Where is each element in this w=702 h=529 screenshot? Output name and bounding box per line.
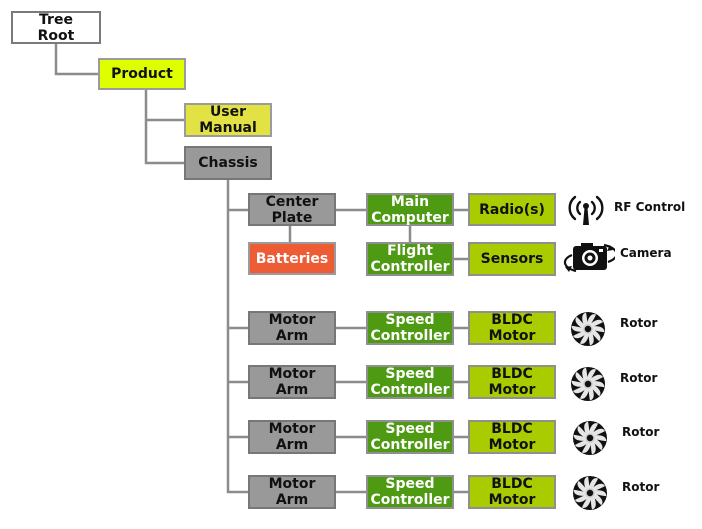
node-label: User Manual	[199, 104, 257, 136]
node-label: Motor Arm	[268, 476, 316, 508]
node-label: Sensors	[480, 251, 544, 267]
node-label: Batteries	[255, 250, 329, 267]
node-speed-controller[interactable]: Speed Controller	[366, 420, 454, 454]
node-user-manual[interactable]: User Manual	[184, 103, 272, 137]
node-sensors[interactable]: Sensors	[468, 242, 556, 276]
node-label: Chassis	[198, 155, 258, 171]
node-label: BLDC Motor	[488, 476, 536, 508]
node-label: Tree Root	[37, 11, 75, 44]
rotor-icon	[573, 476, 607, 510]
node-flight-controller[interactable]: Flight Controller	[366, 242, 454, 276]
label-rotor: Rotor	[622, 480, 660, 494]
node-label: Speed Controller	[370, 476, 450, 508]
label-rotor: Rotor	[620, 371, 658, 385]
node-motor-arm[interactable]: Motor Arm	[248, 311, 336, 345]
label-rotor: Rotor	[622, 425, 660, 439]
node-label: Flight Controller	[370, 243, 450, 275]
node-bldc-motor[interactable]: BLDC Motor	[468, 475, 556, 509]
node-bldc-motor[interactable]: BLDC Motor	[468, 365, 556, 399]
node-label: Motor Arm	[268, 366, 316, 398]
label-rotor: Rotor	[620, 316, 658, 330]
node-center-plate[interactable]: Center Plate	[248, 193, 336, 226]
node-product[interactable]: Product	[98, 58, 186, 90]
node-speed-controller[interactable]: Speed Controller	[366, 311, 454, 345]
node-speed-controller[interactable]: Speed Controller	[366, 475, 454, 509]
radio-antenna-icon	[568, 195, 604, 225]
node-label: Product	[111, 66, 173, 82]
node-label: Main Computer	[371, 193, 449, 226]
node-motor-arm[interactable]: Motor Arm	[248, 475, 336, 509]
camera-icon	[563, 243, 615, 273]
node-tree-root[interactable]: Tree Root	[11, 11, 101, 44]
node-radios[interactable]: Radio(s)	[468, 193, 556, 226]
node-speed-controller[interactable]: Speed Controller	[366, 365, 454, 399]
node-label: Center Plate	[265, 193, 319, 226]
node-bldc-motor[interactable]: BLDC Motor	[468, 311, 556, 345]
label-camera: Camera	[620, 246, 672, 260]
node-motor-arm[interactable]: Motor Arm	[248, 420, 336, 454]
rotor-icon	[571, 367, 605, 401]
node-label: Motor Arm	[268, 421, 316, 453]
node-bldc-motor[interactable]: BLDC Motor	[468, 420, 556, 454]
node-motor-arm[interactable]: Motor Arm	[248, 365, 336, 399]
rotor-icon	[571, 312, 605, 346]
node-label: Speed Controller	[370, 312, 450, 344]
node-batteries[interactable]: Batteries	[248, 242, 336, 275]
node-chassis[interactable]: Chassis	[184, 146, 272, 180]
node-label: Speed Controller	[370, 421, 450, 453]
node-main-computer[interactable]: Main Computer	[366, 193, 454, 226]
node-label: Speed Controller	[370, 366, 450, 398]
node-label: Radio(s)	[479, 201, 545, 218]
rotor-icon	[573, 421, 607, 455]
node-label: BLDC Motor	[488, 312, 536, 344]
node-label: BLDC Motor	[488, 421, 536, 453]
node-label: BLDC Motor	[488, 366, 536, 398]
node-label: Motor Arm	[268, 312, 316, 344]
label-rf-control: RF Control	[614, 200, 686, 214]
